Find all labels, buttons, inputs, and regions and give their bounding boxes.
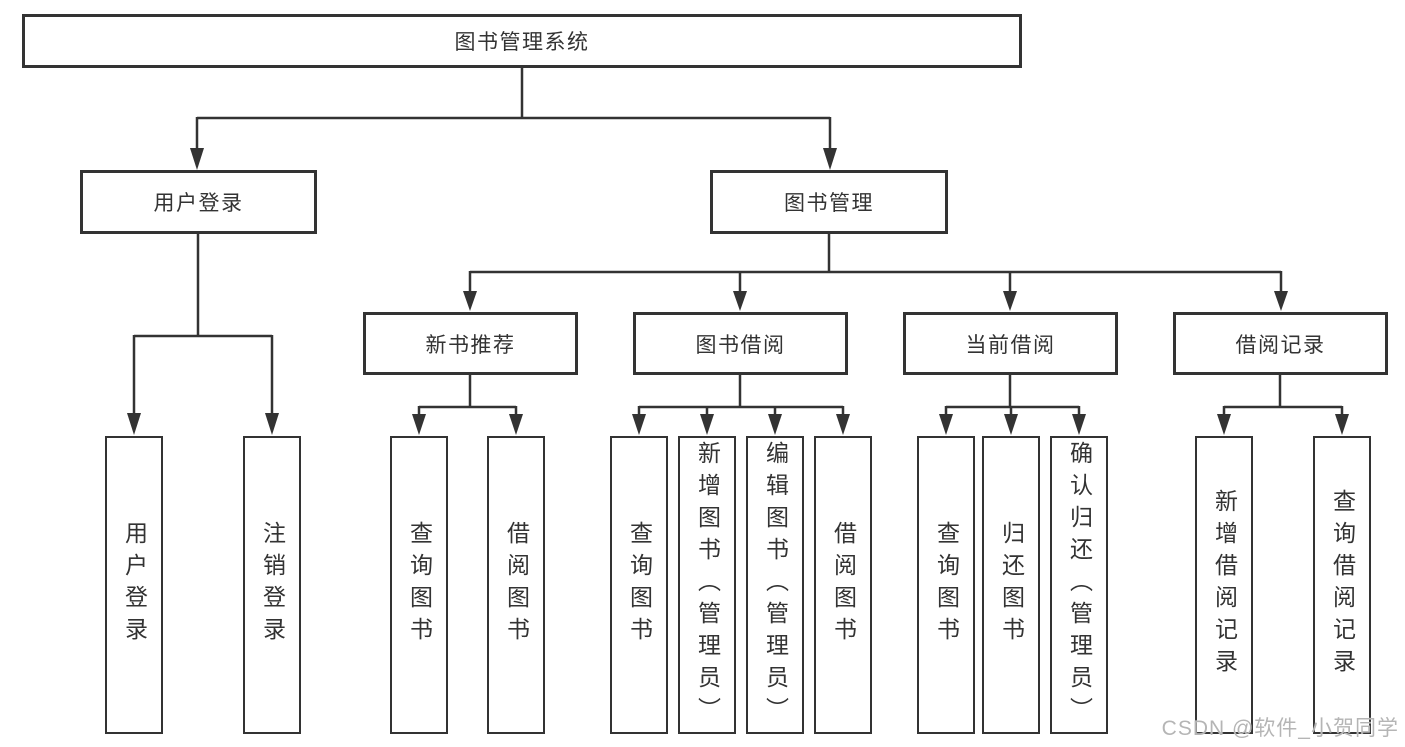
node-book-management: 图书管理 [710,170,948,234]
leaf-borrow-books-borrowing: 借阅图书 [814,436,872,734]
leaf-query-books-recommend: 查询图书 [390,436,448,734]
leaf-add-book-admin: 新增图书（管理员） [678,436,736,734]
leaf-query-books-current: 查询图书 [917,436,975,734]
leaf-edit-book-admin: 编辑图书（管理员） [746,436,804,734]
leaf-user-login: 用户登录 [105,436,163,734]
leaf-add-borrow-record: 新增借阅记录 [1195,436,1253,734]
leaf-logout: 注销登录 [243,436,301,734]
node-library-management-system: 图书管理系统 [22,14,1022,68]
leaf-query-borrow-record: 查询借阅记录 [1313,436,1371,734]
csdn-watermark: CSDN @软件_小贺同学 [1161,717,1399,740]
leaf-confirm-return-admin: 确认归还（管理员） [1050,436,1108,734]
arrowheads [127,148,1349,435]
node-borrowing-records: 借阅记录 [1173,312,1388,375]
node-book-borrowing: 图书借阅 [633,312,848,375]
leaf-query-books-borrowing: 查询图书 [610,436,668,734]
node-new-book-recommend: 新书推荐 [363,312,578,375]
node-user-login-group: 用户登录 [80,170,317,234]
leaf-borrow-books-recommend: 借阅图书 [487,436,545,734]
node-current-borrowing: 当前借阅 [903,312,1118,375]
leaf-return-books: 归还图书 [982,436,1040,734]
